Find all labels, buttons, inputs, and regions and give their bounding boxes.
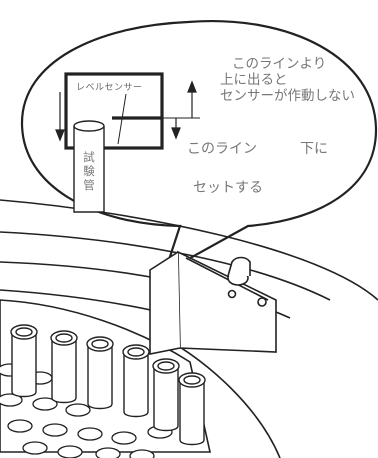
sensor-frame xyxy=(64,72,164,150)
tube-label: 試験管 xyxy=(83,150,95,192)
set-text-2: 下に xyxy=(300,141,328,157)
callout-test-tube xyxy=(73,120,105,213)
rack-holes xyxy=(0,363,173,458)
sensor-label: レベルセンサー xyxy=(76,83,143,93)
rack-test-tubes xyxy=(10,324,206,446)
arrows xyxy=(55,80,200,142)
note-line-1: このラインより xyxy=(232,56,327,72)
note-line-2: 上に出ると xyxy=(220,72,288,88)
callout-bubble xyxy=(20,20,378,275)
set-text-3: セットする xyxy=(193,180,263,196)
set-text-1: このライン xyxy=(187,141,257,157)
level-sensor-unit xyxy=(149,250,277,355)
note-line-3: センサーが作動しない xyxy=(220,88,355,104)
